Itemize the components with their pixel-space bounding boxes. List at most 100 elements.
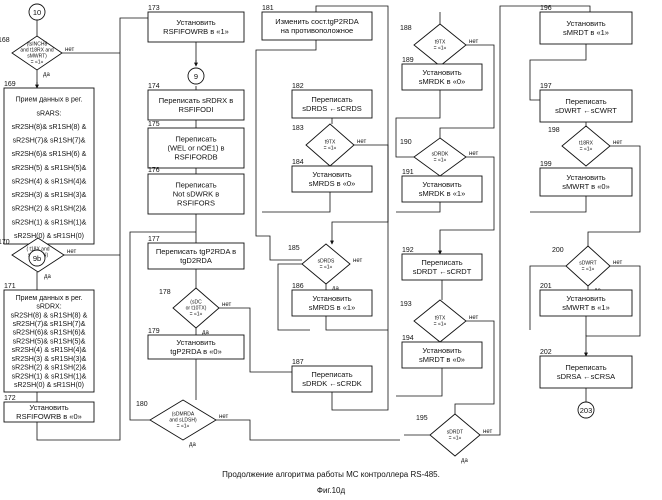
block-text: Переписать — [565, 97, 606, 106]
no-label: нет — [469, 151, 478, 157]
block-text: sDWRT ←sCWRT — [555, 106, 617, 115]
block-text: RSFIFORS — [177, 199, 215, 208]
block-197: 197ПереписатьsDWRT ←sCWRT — [540, 83, 632, 122]
block-text: sDRSA ←sCRSA — [557, 372, 615, 381]
figure-caption: Продолжение алгоритма работы МС контролл… — [0, 470, 662, 479]
block-182: 182ПереписатьsDRDS ←sCRDS — [292, 83, 372, 118]
block-187: 187ПереписатьsDRDK ←sCRDK — [292, 359, 372, 392]
block-198: 198t18RX= «1»данет — [548, 126, 622, 174]
block-text: = «1» — [190, 312, 203, 318]
connector-label: 203 — [580, 406, 593, 415]
block-text: sR2SH(0) & sR1SH(0) — [14, 382, 84, 389]
connector-line — [332, 145, 388, 244]
connector-line — [256, 40, 316, 260]
block-text: = «1» — [434, 158, 447, 164]
no-label: нет — [222, 302, 231, 308]
block-text: Прием данных в рег. — [16, 97, 83, 104]
block-text: sMWRT в «1» — [562, 303, 609, 312]
block-text: Переписать — [311, 95, 352, 104]
block-text: Переписать — [565, 363, 606, 372]
block-number: 183 — [292, 125, 304, 132]
block-text: = «1» — [449, 436, 462, 442]
block-text: = «1» — [31, 60, 44, 66]
connector-9b: 9b — [29, 250, 45, 266]
block-text: sDRDS ←sCRDS — [302, 104, 362, 113]
block-text: RSFIFOWRB в «1» — [163, 27, 229, 36]
flowchart-canvas: 168(tsINCH8and t18RX andsMWRT)= «1»данет… — [0, 0, 662, 468]
connector-label: 9 — [194, 72, 198, 81]
block-171: 171Прием данных в рег.sRDRX:sR2SH(8) & s… — [4, 283, 94, 392]
block-text: sRDRX: — [36, 304, 61, 311]
connector-line — [440, 157, 494, 254]
block-text: sDRDT ←sCRDT — [413, 267, 472, 276]
block-number: 199 — [540, 161, 552, 168]
block-text: Переписать — [311, 370, 352, 379]
block-text: Установить — [422, 68, 461, 77]
yes-label: да — [189, 442, 197, 448]
block-text: sMRDK в «1» — [419, 189, 466, 198]
block-number: 196 — [540, 5, 552, 12]
block-number: 202 — [540, 349, 552, 356]
block-number: 177 — [148, 236, 160, 243]
block-number: 172 — [4, 395, 16, 402]
block-192: 192ПереписатьsDRDT ←sCRDT — [402, 247, 482, 280]
no-label: нет — [357, 139, 366, 145]
block-172: 172УстановитьRSFIFOWRB в «0» — [4, 395, 94, 422]
connector-line — [396, 202, 440, 212]
block-number: 200 — [552, 247, 564, 254]
no-label: нет — [469, 39, 478, 45]
connector-label: 10 — [33, 8, 41, 17]
block-text: sR2SH(1) & sR1SH(1)& — [12, 373, 87, 380]
block-text: Установить — [422, 180, 461, 189]
no-label: нет — [613, 260, 622, 266]
connector-line — [530, 196, 586, 212]
block-text: Установить — [566, 294, 605, 303]
block-number: 201 — [540, 283, 552, 290]
block-text: Not sDWRK в — [173, 190, 220, 199]
block-number: 188 — [400, 25, 412, 32]
no-label: нет — [65, 47, 74, 53]
block-text: Установить — [176, 18, 215, 27]
block-text: = «1» — [580, 147, 593, 153]
block-text: Переписать — [421, 258, 462, 267]
block-text: Переписать — [175, 181, 216, 190]
connector-line — [326, 316, 388, 330]
block-text: = «1» — [582, 267, 595, 273]
block-text: = «1» — [434, 46, 447, 52]
block-text: sR2SH(2) & sR1SH(2)& — [12, 365, 87, 372]
block-text: RSFIFOWRB в «0» — [16, 412, 82, 421]
block-number: 195 — [416, 415, 428, 422]
block-text: sR2SH(4) & sR1SH(4)& — [12, 347, 87, 354]
block-number: 175 — [148, 121, 160, 128]
connector-line — [396, 368, 442, 396]
connector-label: 9b — [33, 254, 41, 263]
connector-10: 10 — [29, 4, 45, 20]
block-text: sR2SH(2) & sR1SH(2)& — [12, 206, 87, 213]
yes-label: да — [44, 274, 52, 280]
figure-number: Фиг.10д — [0, 486, 662, 495]
block-number: 198 — [548, 127, 560, 134]
block-text: sR2SH(0) & sR1SH(0) — [14, 233, 84, 240]
block-181: 181Изменить сост.tgP2RDAна противоположн… — [262, 5, 372, 40]
block-text: Переписать — [175, 135, 216, 144]
block-text: = «1» — [177, 424, 190, 430]
block-number: 171 — [4, 283, 16, 290]
block-text: Установить — [566, 19, 605, 28]
block-text: tgD2RDA — [180, 256, 212, 265]
block-number: 179 — [148, 328, 160, 335]
block-text: sR2SH(5) & sR1SH(5)& — [12, 165, 87, 172]
block-number: 168 — [0, 37, 10, 44]
block-number: 184 — [292, 159, 304, 166]
block-text: RSFIFORDB — [174, 153, 217, 162]
block-175: 175Переписать(WEL or nOE1) вRSFIFORDB — [148, 121, 244, 168]
block-number: 170 — [0, 239, 10, 246]
yes-label: да — [43, 72, 51, 78]
block-text: sRARS: — [37, 110, 62, 117]
no-label: нет — [67, 249, 76, 255]
block-text: sR2SH(7)& sR1SH(7)& — [13, 138, 86, 145]
block-196: 196УстановитьsMRDT в «1» — [540, 5, 632, 44]
block-number: 173 — [148, 5, 160, 12]
block-text: Установить — [422, 346, 461, 355]
block-text: = «1» — [324, 146, 337, 152]
block-number: 193 — [400, 301, 412, 308]
